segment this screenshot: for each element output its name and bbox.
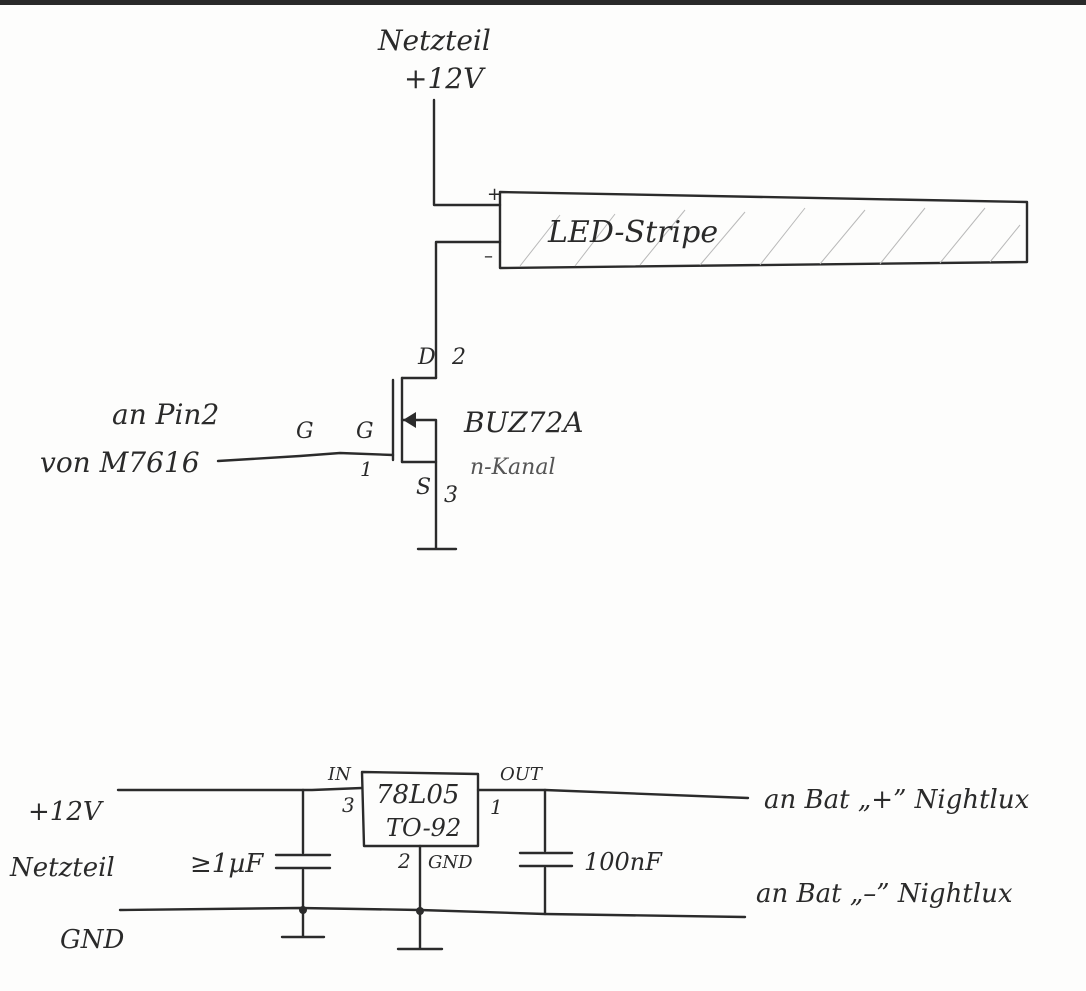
supply-wire [432, 98, 502, 207]
supply-label: Netzteil [377, 24, 491, 57]
gnd-rail [118, 906, 747, 919]
input-label-line2: von M7616 [40, 446, 200, 479]
mosfet-arrow [403, 412, 416, 428]
input-capacitor [274, 788, 332, 939]
output-cap-value: 100nF [584, 848, 663, 876]
scan-top-edge [0, 0, 1086, 5]
gate-outer-label: G [296, 419, 314, 444]
pin-out-number: 1 [490, 795, 503, 819]
top-circuit: Netzteil +12V + – LED-Stripe D 2 G G 1 S… [40, 24, 1029, 551]
source-letter: S [416, 475, 431, 500]
drain-pin-number: 2 [451, 345, 466, 370]
led-minus-mark: – [484, 246, 493, 267]
pin-out-label: OUT [500, 764, 544, 785]
vin-label: +12V [28, 797, 104, 827]
pin-gnd-label: GND [428, 852, 473, 873]
drain-wire [434, 240, 502, 380]
output-plus-label: an Bat „+” Nightlux [764, 785, 1030, 815]
vout-rail [476, 788, 750, 800]
regulator-body [360, 770, 480, 848]
pin-gnd-number: 2 [397, 849, 411, 873]
input-label-line1: an Pin2 [112, 398, 219, 431]
pin-in-label: IN [327, 764, 352, 785]
supply-voltage: +12V [404, 62, 486, 95]
regulator-package: TO-92 [386, 814, 461, 842]
fet-type-label: BUZ72A [463, 406, 583, 439]
output-capacitor [518, 788, 574, 916]
mosfet-source-lead [400, 418, 438, 464]
vin-rail [116, 786, 364, 792]
regulator-name: 78L05 [376, 780, 459, 810]
led-plus-mark: + [487, 184, 502, 205]
input-cap-value: ≥1µF [190, 849, 264, 879]
led-stripe-label: LED-Stripe [547, 215, 718, 250]
drain-letter: D [417, 345, 436, 370]
pin-in-number: 3 [342, 793, 355, 817]
fet-channel-label: n-Kanal [470, 455, 555, 480]
bottom-circuit: +12V Netzteil GND ≥1µF IN 3 78L05 TO-92 … [9, 764, 1030, 955]
regulator-ground [396, 844, 444, 951]
vin-source-label: Netzteil [9, 853, 115, 883]
gnd-label: GND [60, 925, 125, 955]
gate-wire [216, 451, 395, 463]
gate-pin-number: 1 [360, 457, 373, 481]
mosfet-symbol [391, 376, 438, 464]
led-stripe-hatching [519, 207, 1021, 267]
output-minus-label: an Bat „–” Nightlux [756, 879, 1013, 909]
gate-inner-label: G [356, 419, 374, 444]
source-pin-number: 3 [444, 483, 458, 508]
